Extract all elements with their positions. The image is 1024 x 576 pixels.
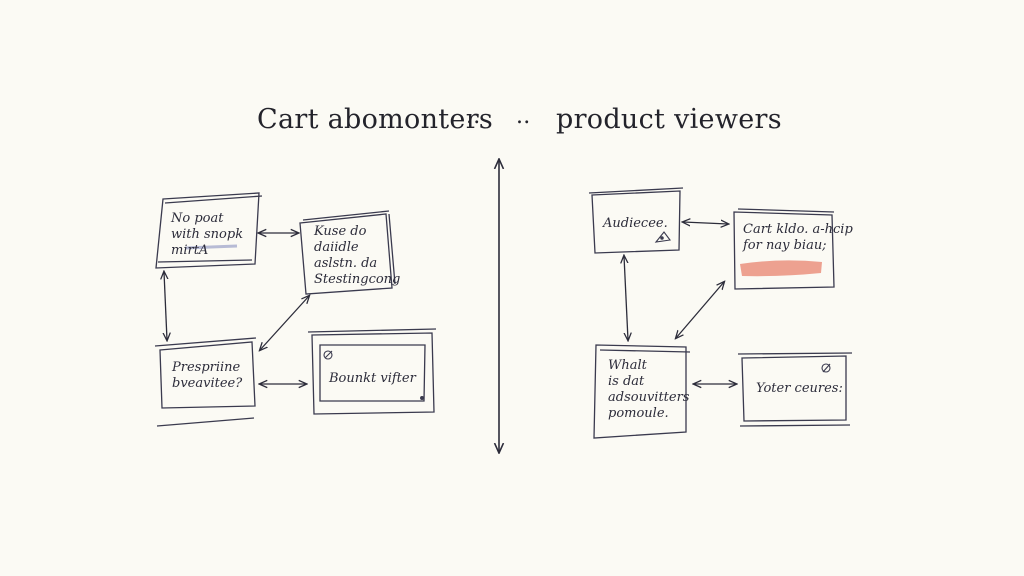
node-label-r4: Yoter ceures: (756, 381, 843, 396)
node-box-r4 (737, 352, 853, 427)
title-separator-a: .. (466, 104, 481, 129)
highlight-mark-r2 (740, 260, 822, 277)
arrow-r1-r3 (624, 256, 628, 340)
node-box-l4 (307, 328, 437, 415)
title-separator-b: .. (516, 104, 531, 129)
underline-mark-l1 (184, 244, 238, 250)
node-label-l2: Kuse do daiidle aslstn. da Stestingcong (314, 224, 401, 287)
arrow-l2-l3 (260, 296, 309, 350)
title-left: Cart abomonters (257, 104, 494, 135)
doodle-icon-r4 (821, 363, 831, 373)
doodle-icon-l4 (323, 350, 424, 400)
node-label-r2: Cart kldo. a-hcip for nay biau; (743, 222, 853, 253)
title-right: product viewers (556, 104, 782, 135)
arrow-l1-l3 (164, 272, 167, 340)
node-box-l1 (155, 192, 263, 269)
node-label-l1: No poat with snopk mirtA (171, 211, 244, 258)
node-label-r1: Audiecee. (603, 216, 668, 231)
node-box-l3 (154, 337, 257, 427)
arrow-r2-r3 (676, 282, 724, 338)
arrow-r1-r2 (683, 222, 728, 224)
node-box-r2 (733, 208, 835, 290)
node-label-l3: Prespriine bveavitee? (172, 360, 243, 391)
node-label-r3: Whalt is dat adsouvitters pomoule. (608, 358, 690, 421)
node-box-r3 (593, 344, 691, 439)
node-label-l4: Bounkt vifter (329, 371, 416, 386)
node-box-l2 (299, 210, 396, 295)
doodle-icon-r1 (654, 231, 671, 243)
node-box-r1 (588, 187, 684, 254)
